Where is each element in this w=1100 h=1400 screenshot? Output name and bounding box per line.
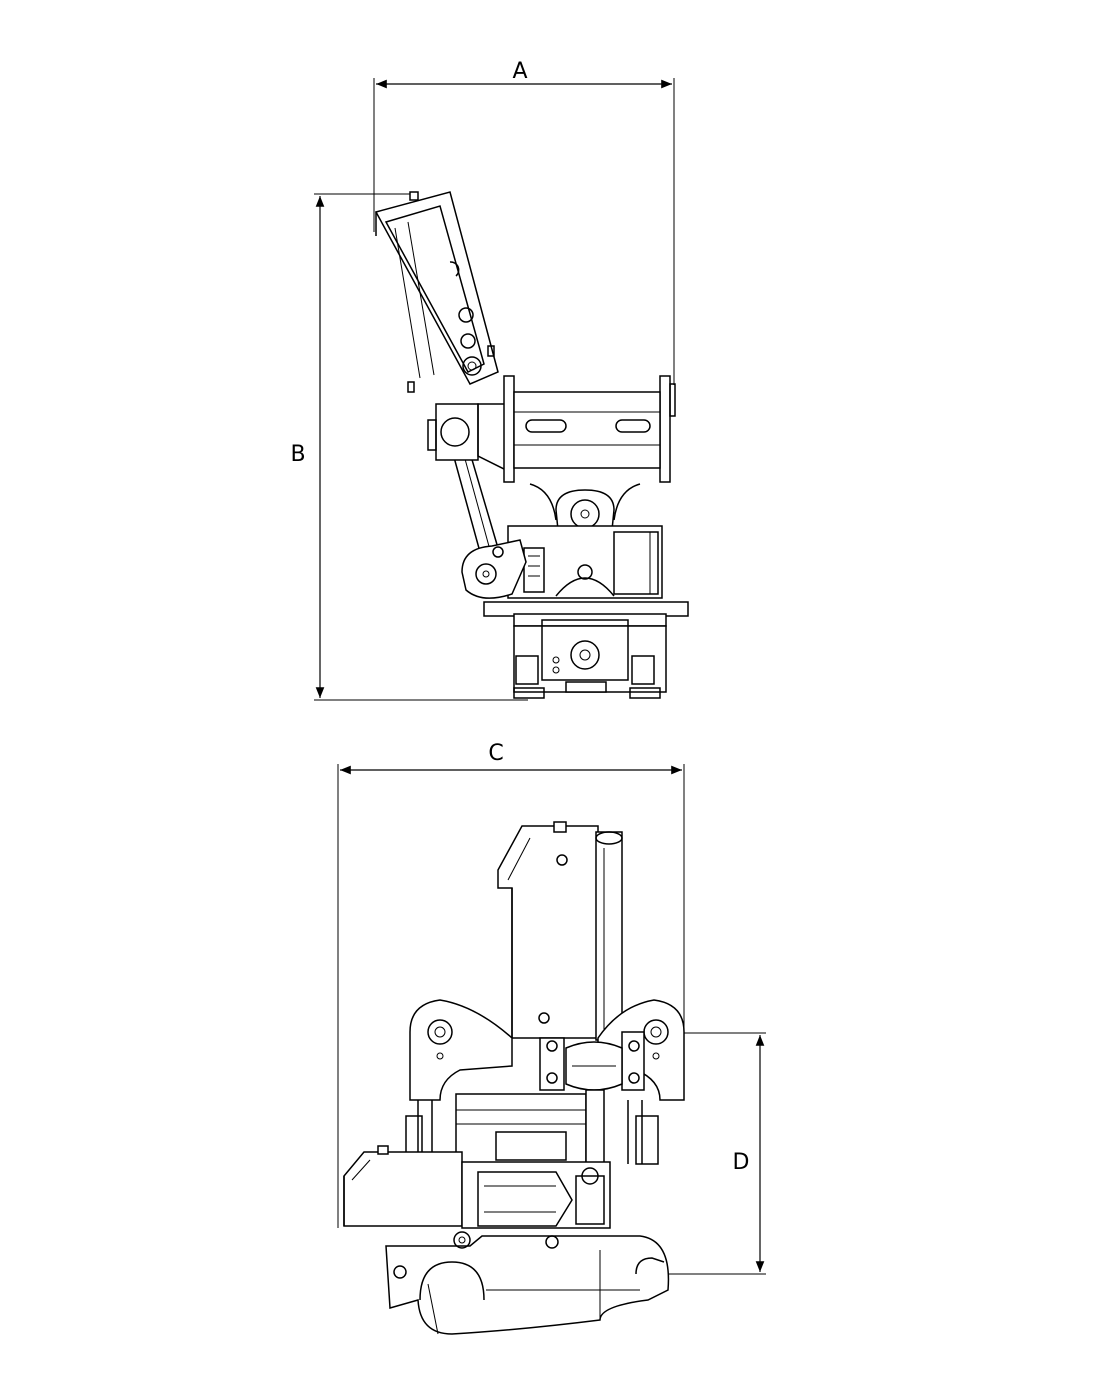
swivel-joint xyxy=(539,1031,645,1091)
side-motor xyxy=(343,1145,611,1229)
side-view: A B xyxy=(290,59,689,701)
dimension-c: C xyxy=(337,741,685,1228)
cylinder-housing xyxy=(497,821,623,1041)
dimension-a: A xyxy=(373,59,675,385)
rotator-housing xyxy=(461,525,663,599)
dimension-d: D xyxy=(640,1032,766,1275)
bottom-unit xyxy=(513,619,667,699)
dimension-b: B xyxy=(290,193,528,701)
quick-coupler xyxy=(385,1231,670,1335)
upper-bracket xyxy=(503,375,676,483)
base-plate xyxy=(483,601,689,627)
dimension-d-label: D xyxy=(733,1150,750,1175)
dimension-c-label: C xyxy=(488,741,503,766)
tilted-arm xyxy=(374,191,499,553)
front-view: C D xyxy=(337,741,766,1335)
dimension-b-label: B xyxy=(290,442,305,467)
dimension-a-label: A xyxy=(512,59,527,84)
